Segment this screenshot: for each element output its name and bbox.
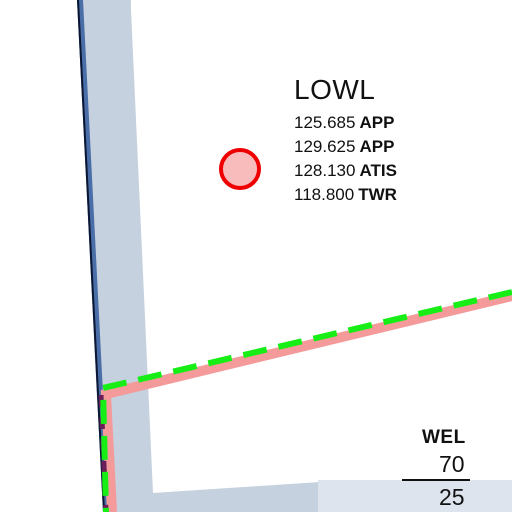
- frequency-value: 125.685: [294, 113, 356, 132]
- waypoint-lower-altitude: 25: [439, 484, 465, 510]
- waypoint-upper-altitude: 70: [439, 451, 465, 477]
- frequency-value: 118.800: [294, 185, 355, 204]
- frequency-service: TWR: [358, 185, 397, 204]
- airspace-band-shape: [77, 0, 320, 512]
- frequency-service: ATIS: [359, 161, 397, 180]
- waypoint-name-label: WEL: [422, 427, 466, 448]
- airspace-band-light: [318, 480, 512, 512]
- frequency-service: APP: [359, 113, 395, 132]
- frequency-value: 129.625: [294, 137, 356, 156]
- airport-icao-label: LOWL: [294, 74, 376, 105]
- frequency-value: 128.130: [294, 161, 356, 180]
- frequency-service: APP: [359, 137, 395, 156]
- fir-boundary-line-dark: [77, 0, 105, 512]
- airport-symbol-icon[interactable]: [219, 148, 261, 190]
- airspace-boundary-pink: [100, 291, 512, 512]
